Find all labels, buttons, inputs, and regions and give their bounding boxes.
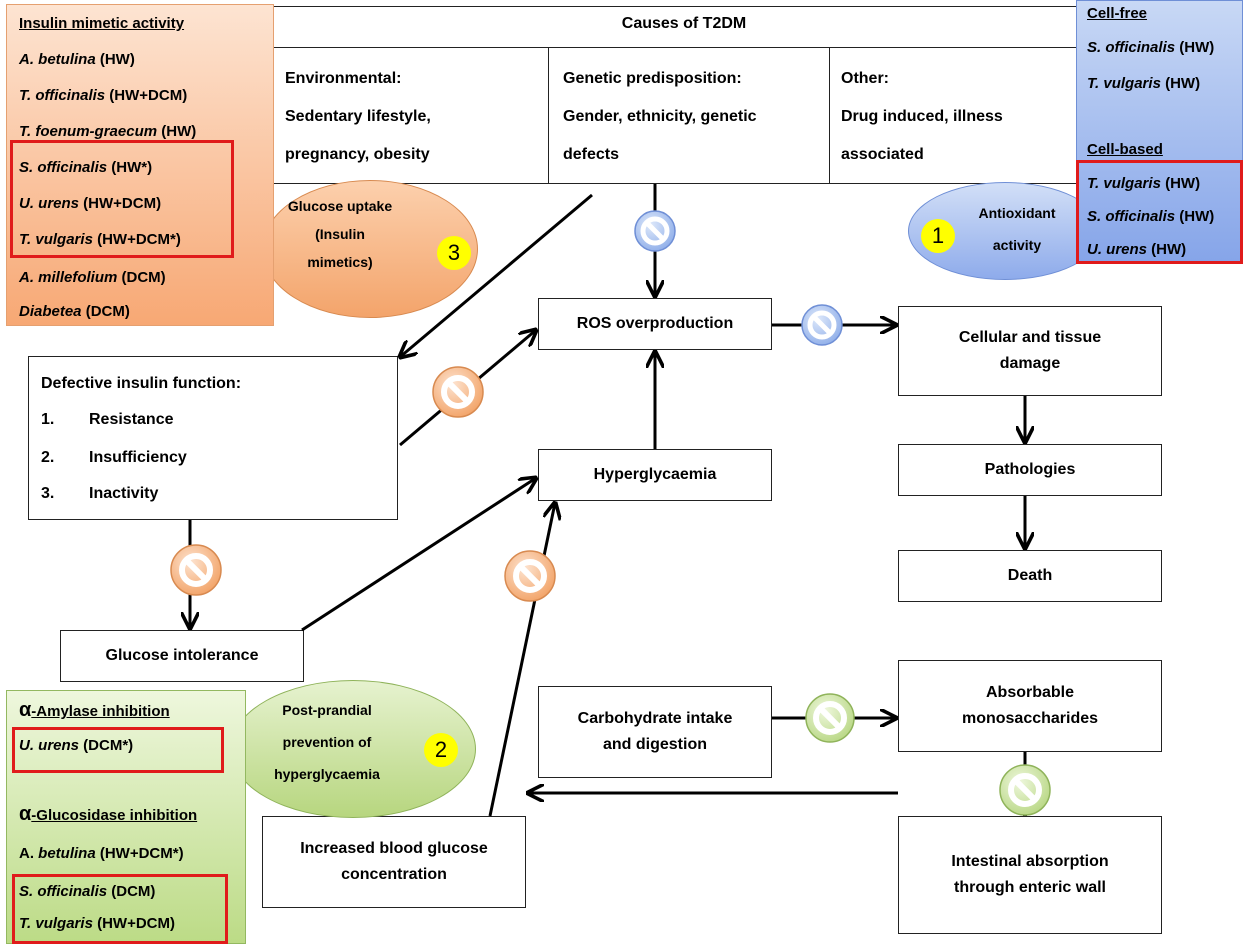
list-item: 3.Inactivity: [41, 485, 159, 502]
amylase-title: α-Amylase inhibition: [19, 699, 170, 721]
list-item: 1.Resistance: [41, 411, 174, 428]
glucosidase-title: α-Glucosidase inhibition: [19, 803, 198, 825]
enzyme-inhibition-panel: α-Amylase inhibition U. urens (DCM*) α-G…: [6, 690, 246, 944]
glucose-uptake-label: Glucose uptake (Insulin mimetics): [287, 198, 393, 270]
list-item: U. urens (HW): [1087, 241, 1187, 258]
list-item: 2.Insufficiency: [41, 449, 187, 466]
highlight-box: [10, 140, 234, 258]
prohibition-icon: [999, 764, 1051, 816]
list-item: S. officinalis (HW): [1087, 39, 1215, 56]
list-item: S. officinalis (HW): [1087, 208, 1215, 225]
environmental-cause: Environmental: Sedentary lifestyle, preg…: [285, 70, 431, 163]
defective-insulin-box: Defective insulin function: 1.Resistance…: [28, 356, 398, 520]
other-cause: Other: Drug induced, illness associated: [841, 70, 1003, 163]
pathologies-node: Pathologies: [898, 444, 1162, 496]
list-item: S. officinalis (HW*): [19, 159, 153, 176]
list-item: Diabetea (DCM): [19, 303, 130, 320]
cellfree-title: Cell-free: [1087, 5, 1148, 22]
list-item: S. officinalis (DCM): [19, 883, 156, 900]
prohibition-icon: [170, 544, 222, 596]
list-item: T. vulgaris (HW): [1087, 175, 1201, 192]
insulin-mimetic-panel: Insulin mimetic activity A. betulina (HW…: [6, 4, 274, 326]
highlight-box: [1076, 160, 1243, 264]
insulin-mimetic-title: Insulin mimetic activity: [19, 15, 185, 32]
prohibition-icon: [432, 366, 484, 418]
list-item: T. foenum-graecum (HW): [19, 123, 197, 140]
list-item: T. officinalis (HW+DCM): [19, 87, 188, 104]
prohibition-icon: [805, 693, 855, 743]
list-item: A. betulina (HW+DCM*): [19, 845, 184, 862]
highlight-box: [12, 727, 224, 773]
list-item: U. urens (HW+DCM): [19, 195, 162, 212]
list-item: A. betulina (HW): [19, 51, 135, 68]
prohibition-icon: [504, 550, 556, 602]
badge-3: 3: [437, 236, 471, 270]
death-node: Death: [898, 550, 1162, 602]
cellbased-title: Cell-based: [1087, 141, 1163, 158]
antioxidant-label: Antioxidant activity: [978, 205, 1056, 254]
list-item: T. vulgaris (HW): [1087, 75, 1201, 92]
postprandial-label: Post-prandial prevention of hyperglycaem…: [274, 702, 380, 783]
list-item: U. urens (DCM*): [19, 737, 134, 754]
causes-box: Causes of T2DM Environmental: Sedentary …: [270, 6, 1098, 184]
hyperglycaemia-node: Hyperglycaemia: [538, 449, 772, 501]
prohibition-icon: [801, 304, 843, 346]
badge-2: 2: [424, 733, 458, 767]
arrow-defective-ros: [399, 330, 536, 447]
list-item: T. vulgaris (HW+DCM*): [19, 231, 181, 248]
badge-1: 1: [921, 219, 955, 253]
causes-title: Causes of T2DM: [621, 15, 747, 32]
list-item: A. millefolium (DCM): [19, 269, 166, 286]
glucose-intolerance-node: Glucose intolerance: [60, 630, 304, 682]
list-item: T. vulgaris (HW+DCM): [19, 915, 175, 932]
prohibition-icon: [634, 210, 676, 252]
ros-overproduction-node: ROS overproduction: [538, 298, 772, 350]
genetic-cause: Genetic predisposition: Gender, ethnicit…: [563, 70, 757, 163]
defective-title: Defective insulin function:: [41, 375, 242, 392]
highlight-box: [12, 874, 228, 944]
